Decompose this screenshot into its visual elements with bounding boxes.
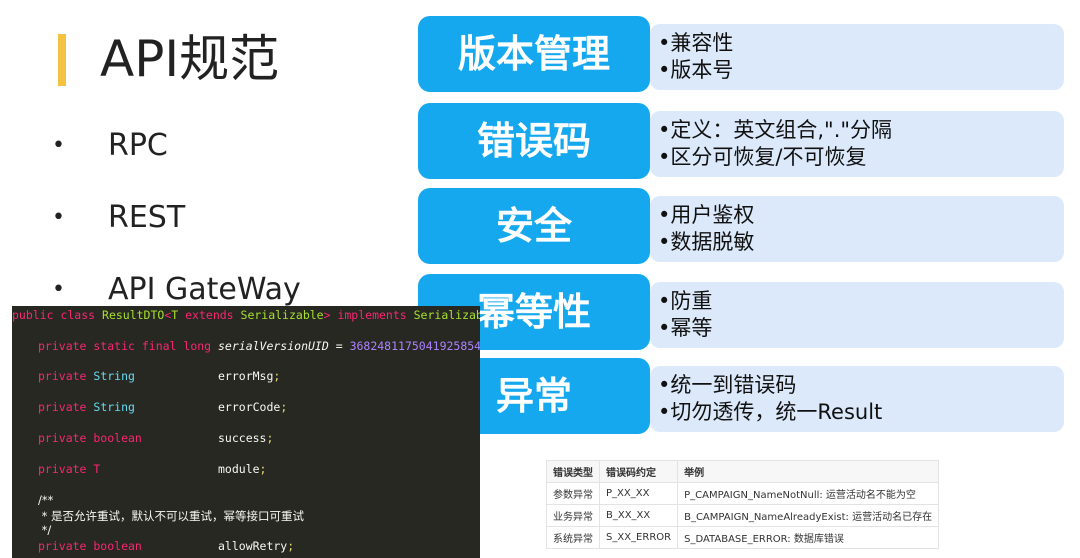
code-line-serial-value: serialVersionUID = 3682481175041925854L; — [218, 339, 480, 353]
table-header-row: 错误类型 错误码约定 举例 — [546, 460, 940, 483]
table-cell: 参数异常 — [546, 482, 600, 505]
code-line-errormsg-name: errorMsg; — [218, 369, 281, 383]
table-header: 错误码约定 — [598, 460, 679, 483]
category-detail: •用户鉴权 •数据脱敏 — [650, 196, 1064, 262]
detail-point: •统一到错误码 — [658, 373, 797, 397]
category-row-security: 安全 •用户鉴权 •数据脱敏 — [418, 188, 1064, 264]
slide-title: API规范 — [100, 30, 280, 88]
table-row: 系统异常 S_XX_ERROR S_DATABASE_ERROR: 数据库错误 — [546, 526, 940, 549]
table-cell: P_CAMPAIGN_NameNotNull: 运营活动名不能为空 — [677, 482, 940, 505]
code-line-allowretry-name: allowRetry; — [218, 539, 295, 553]
table-cell: P_XX_XX — [598, 482, 679, 505]
bullet-icon: • — [52, 277, 65, 302]
detail-point: •版本号 — [658, 58, 734, 82]
code-line-success-type: private boolean — [38, 431, 142, 445]
bullet-text: REST — [108, 200, 186, 235]
code-comment-text: * 是否允许重试，默认不可以重试，幂等接口可重试 — [38, 509, 305, 523]
category-row-exception: 异常 •统一到错误码 •切勿透传，统一Result — [418, 358, 1064, 434]
detail-point: •数据脱敏 — [658, 230, 755, 254]
bullet-icon: • — [52, 133, 65, 158]
code-line-errormsg-type: private String — [38, 369, 135, 383]
bullet-text: API GateWay — [108, 272, 301, 307]
code-comment-start: /** — [38, 493, 54, 507]
table-cell: S_DATABASE_ERROR: 数据库错误 — [677, 526, 940, 549]
code-line-success-name: success; — [218, 431, 274, 445]
code-line-allowretry-type: private boolean — [38, 539, 142, 553]
detail-point: •幂等 — [658, 316, 713, 340]
table-cell: B_XX_XX — [598, 504, 679, 527]
category-row-version: 版本管理 •兼容性 •版本号 — [418, 16, 1064, 92]
title-accent-bar — [58, 34, 66, 86]
code-line-errorcode-type: private String — [38, 400, 135, 414]
category-row-error-code: 错误码 •定义：英文组合,"."分隔 •区分可恢复/不可恢复 — [418, 103, 1064, 179]
code-snippet: public class ResultDTO<T extends Seriali… — [12, 306, 480, 558]
table-cell: B_CAMPAIGN_NameAlreadyExist: 运营活动名已存在 — [677, 504, 940, 527]
code-line-class-decl: public class ResultDTO<T extends Seriali… — [12, 308, 480, 322]
category-label: 错误码 — [418, 103, 650, 179]
detail-point: •用户鉴权 — [658, 203, 755, 227]
bullet-text: RPC — [108, 128, 168, 163]
table-cell: 业务异常 — [546, 504, 600, 527]
category-label: 版本管理 — [418, 16, 650, 92]
table-cell: S_XX_ERROR — [598, 526, 679, 549]
detail-point: •防重 — [658, 289, 713, 313]
table-row: 业务异常 B_XX_XX B_CAMPAIGN_NameAlreadyExist… — [546, 504, 940, 527]
category-detail: •统一到错误码 •切勿透传，统一Result — [650, 366, 1064, 432]
category-detail: •兼容性 •版本号 — [650, 24, 1064, 90]
detail-point: •切勿透传，统一Result — [658, 400, 883, 424]
detail-point: •定义：英文组合,"."分隔 — [658, 118, 893, 142]
table-row: 参数异常 P_XX_XX P_CAMPAIGN_NameNotNull: 运营活… — [546, 482, 940, 505]
category-detail: •防重 •幂等 — [650, 282, 1064, 348]
table-header: 举例 — [677, 460, 940, 483]
bullet-icon: • — [52, 205, 65, 230]
code-comment-end: */ — [38, 523, 52, 537]
category-detail: •定义：英文组合,"."分隔 •区分可恢复/不可恢复 — [650, 111, 1064, 177]
code-line-errorcode-name: errorCode; — [218, 400, 288, 414]
code-line-module-name: module; — [218, 462, 267, 476]
code-line-module-type: private T — [38, 462, 101, 476]
code-line-serial: private static final long — [38, 339, 212, 353]
detail-point: •兼容性 — [658, 31, 734, 55]
detail-point: •区分可恢复/不可恢复 — [658, 145, 867, 169]
table-header: 错误类型 — [546, 460, 600, 483]
category-row-idempotency: 幂等性 •防重 •幂等 — [418, 274, 1064, 350]
category-label: 安全 — [418, 188, 650, 264]
table-cell: 系统异常 — [546, 526, 600, 549]
error-code-table: 错误类型 错误码约定 举例 参数异常 P_XX_XX P_CAMPAIGN_Na… — [546, 460, 940, 549]
